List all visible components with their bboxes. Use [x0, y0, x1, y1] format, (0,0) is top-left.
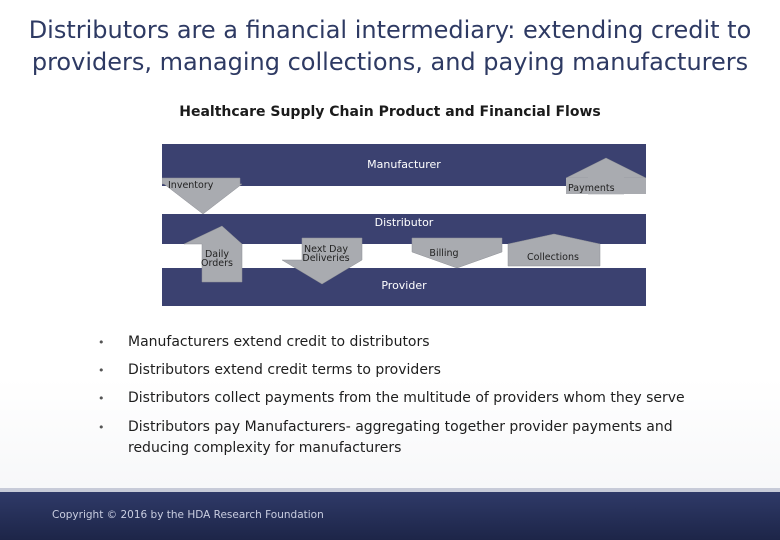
copyright-text: Copyright © 2016 by the HDA Research Fou…: [52, 509, 324, 521]
bullet-item: • Manufacturers extend credit to distrib…: [96, 332, 696, 353]
daily-orders-line1: Daily: [204, 249, 230, 260]
payments-arrow-body: [566, 178, 646, 194]
inventory-arrow: [162, 177, 243, 215]
slide-title: Distributors are a financial intermediar…: [20, 14, 760, 78]
next-day-line2: Deliveries: [302, 253, 350, 264]
provider-label: Provider: [381, 279, 427, 292]
bullet-dot-icon: •: [98, 364, 105, 377]
slide-title-line2: providers, managing collections, and pay…: [31, 48, 749, 76]
provider-band: [162, 268, 646, 306]
daily-orders-label: Daily Orders: [200, 249, 234, 269]
next-day-line1: Next Day: [304, 244, 348, 255]
next-day-label: Next Day Deliveries: [300, 244, 352, 264]
slide-title-line1: Distributors are a financial intermediar…: [28, 16, 752, 44]
next-day-arrow: [281, 237, 363, 285]
footer-accent-line: [0, 488, 780, 492]
billing-arrow: [411, 237, 503, 269]
bullet-item: • Distributors extend credit terms to pr…: [96, 360, 696, 381]
footer-bar: [0, 492, 780, 540]
flow-diagram: Manufacturer Distributor Provider Invent…: [162, 144, 646, 306]
bullet-list: • Manufacturers extend credit to distrib…: [96, 332, 696, 459]
billing-label: Billing: [429, 248, 459, 259]
distributor-label: Distributor: [374, 216, 434, 229]
manufacturer-label: Manufacturer: [367, 158, 441, 171]
payments-label: Payments: [568, 183, 615, 194]
bullet-text: Distributors collect payments from the m…: [128, 390, 685, 406]
flow-arrows: [162, 157, 646, 285]
daily-orders-arrow: [183, 225, 243, 283]
bullet-dot-icon: •: [98, 336, 105, 349]
bullet-dot-icon: •: [98, 392, 105, 405]
manufacturer-band: [162, 144, 646, 186]
inventory-label: Inventory: [168, 180, 214, 191]
bullet-item: • Distributors collect payments from the…: [96, 388, 696, 409]
collections-label: Collections: [527, 252, 579, 263]
bullet-item: • Distributors pay Manufacturers- aggreg…: [96, 417, 696, 459]
bullet-text: Manufacturers extend credit to distribut…: [128, 334, 430, 350]
bullet-text: Distributors extend credit terms to prov…: [128, 362, 441, 378]
bullet-text: Distributors pay Manufacturers- aggregat…: [128, 419, 673, 456]
daily-orders-line2: Orders: [201, 258, 233, 269]
diagram-title: Healthcare Supply Chain Product and Fina…: [179, 104, 601, 120]
bullet-dot-icon: •: [98, 421, 105, 434]
collections-arrow: [507, 233, 601, 267]
